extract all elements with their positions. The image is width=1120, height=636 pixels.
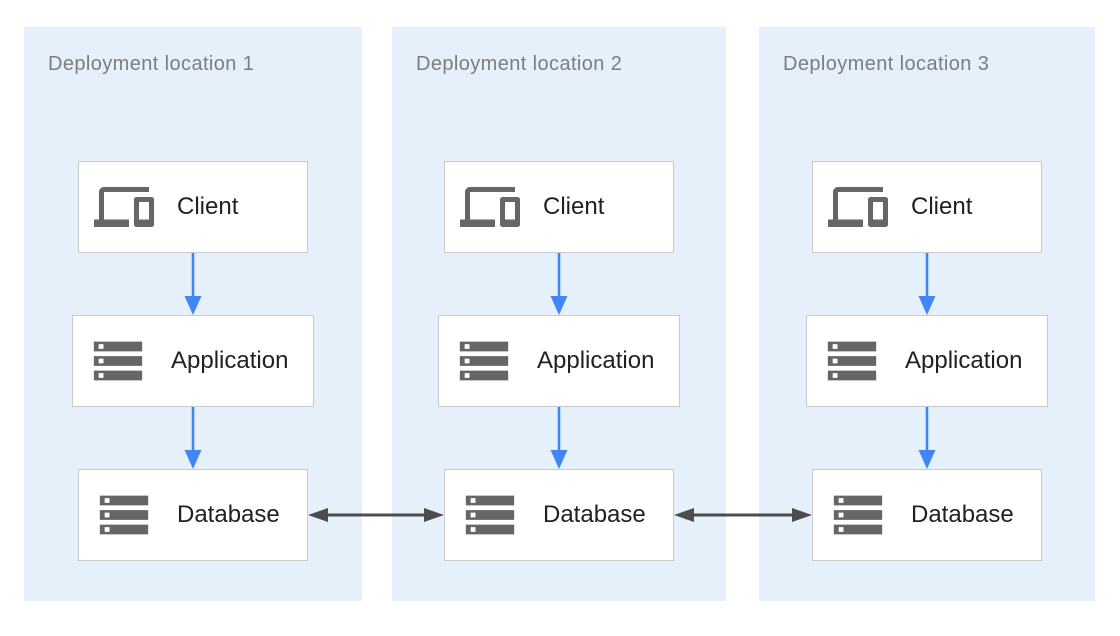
database-node: Database	[812, 469, 1042, 561]
database-node: Database	[78, 469, 308, 561]
application-node: Application	[806, 315, 1048, 407]
arrow-head-icon	[550, 450, 568, 469]
node-label: Application	[171, 347, 289, 374]
flow-arrow-down	[918, 407, 936, 469]
arrow-head-right-icon	[792, 508, 812, 522]
arrow-head-icon	[184, 296, 202, 315]
flow-arrow-down	[918, 253, 936, 315]
storage-icon	[93, 486, 155, 544]
node-label: Client	[911, 193, 973, 220]
arrow-head-icon	[918, 450, 936, 469]
zone-title: Deployment location 3	[783, 53, 990, 75]
storage-icon	[821, 332, 883, 390]
storage-icon	[459, 486, 521, 544]
node-label: Database	[177, 501, 280, 528]
storage-icon	[453, 332, 515, 390]
storage-icon	[827, 486, 889, 544]
application-node: Application	[72, 315, 314, 407]
flow-arrow-down	[184, 253, 202, 315]
flow-arrow-down	[550, 407, 568, 469]
client-node: Client	[444, 161, 674, 253]
client-node: Client	[812, 161, 1042, 253]
arrow-head-icon	[550, 296, 568, 315]
deployment-zone-1: Deployment location 1 Client Application	[24, 27, 362, 601]
client-node: Client	[78, 161, 308, 253]
arrow-head-right-icon	[424, 508, 444, 522]
deployment-zone-2: Deployment location 2 Client Application	[392, 27, 726, 601]
db-sync-arrow-2-3	[674, 508, 812, 522]
application-node: Application	[438, 315, 680, 407]
flow-arrow-down	[550, 253, 568, 315]
node-label: Database	[911, 501, 1014, 528]
zone-title: Deployment location 2	[416, 53, 623, 75]
arrow-head-left-icon	[674, 508, 694, 522]
node-label: Application	[905, 347, 1023, 374]
db-sync-arrow-1-2	[308, 508, 444, 522]
flow-arrow-down	[184, 407, 202, 469]
devices-icon	[459, 177, 521, 237]
node-label: Client	[177, 193, 239, 220]
node-label: Client	[543, 193, 605, 220]
zone-title: Deployment location 1	[48, 53, 255, 75]
arrow-head-icon	[918, 296, 936, 315]
storage-icon	[87, 332, 149, 390]
arrow-head-left-icon	[308, 508, 328, 522]
devices-icon	[827, 177, 889, 237]
deployment-zone-3: Deployment location 3 Client Application	[759, 27, 1095, 601]
database-node: Database	[444, 469, 674, 561]
arrow-head-icon	[184, 450, 202, 469]
devices-icon	[93, 177, 155, 237]
node-label: Database	[543, 501, 646, 528]
node-label: Application	[537, 347, 655, 374]
